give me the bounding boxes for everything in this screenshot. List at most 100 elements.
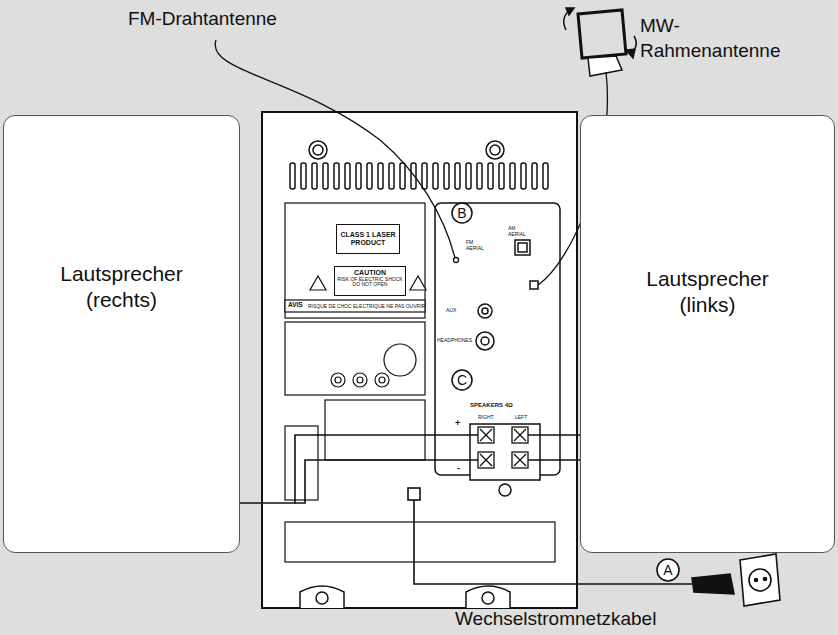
screws-part bbox=[490, 145, 500, 155]
power-cable-part bbox=[749, 569, 771, 591]
connector-panel-part bbox=[482, 308, 488, 314]
jack-label: AUX bbox=[446, 308, 456, 313]
feet-part bbox=[300, 586, 344, 608]
speaker-terminals-part bbox=[480, 429, 492, 441]
label-panel-part bbox=[285, 300, 425, 312]
speaker-terminals-part bbox=[478, 427, 494, 443]
vent-slots-part bbox=[422, 163, 427, 189]
vent-slots-part bbox=[488, 163, 493, 189]
mw-loop-antenna-part bbox=[626, 49, 635, 58]
vent-slots-part bbox=[400, 163, 405, 189]
power-cable-part bbox=[657, 559, 679, 581]
label-panel-part bbox=[335, 377, 341, 383]
vent-slots-part bbox=[543, 163, 548, 189]
fm-wire-antenna bbox=[215, 40, 458, 263]
main-unit-housing bbox=[262, 112, 577, 608]
warning-text: AVIS bbox=[288, 302, 303, 309]
jack-label: AM AERIAL bbox=[508, 226, 534, 238]
vent-slots-part bbox=[389, 163, 394, 189]
connector-panel-part bbox=[481, 337, 489, 345]
screws-part bbox=[309, 141, 327, 159]
polarity-sign: - bbox=[457, 464, 460, 473]
part-label: FM-Drahtantenne bbox=[128, 8, 277, 31]
power-cable-part bbox=[764, 578, 767, 581]
speaker-terminals-part bbox=[512, 452, 528, 468]
vent-slots-part bbox=[312, 163, 317, 189]
connector-panel-part bbox=[499, 484, 511, 496]
polarity-sign: + bbox=[455, 419, 460, 428]
feet-part bbox=[316, 592, 328, 604]
speaker-wires-part bbox=[295, 460, 486, 503]
speaker-terminals-part bbox=[478, 452, 494, 468]
jack-label: FM AERIAL bbox=[466, 240, 492, 252]
label-panel-part bbox=[285, 322, 425, 395]
part-label: MW- Rahmenantenne bbox=[640, 14, 790, 63]
label-panel-part bbox=[410, 276, 426, 290]
caution-label: CAUTIONRISK OF ELECTRIC SHOCK DO NOT OPE… bbox=[334, 266, 406, 296]
jack-label: HEADPHONES bbox=[437, 338, 472, 343]
mw-loop-antenna-part bbox=[566, 8, 574, 15]
label-panel-part bbox=[285, 426, 318, 500]
terminal-label: RIGHT bbox=[478, 415, 494, 420]
connector-panel-part bbox=[452, 203, 472, 223]
terminal-label: LEFT bbox=[515, 415, 527, 420]
vent-slots-part bbox=[433, 163, 438, 189]
connector-panel bbox=[435, 203, 560, 496]
connector-panel-part bbox=[478, 304, 492, 318]
mw-loop-antenna-part bbox=[578, 10, 626, 58]
connector-panel-part bbox=[452, 370, 472, 390]
vent-slots-part bbox=[378, 163, 383, 189]
callout-letter: B bbox=[452, 203, 472, 223]
vent-slots-part bbox=[345, 163, 350, 189]
fm-wire-antenna-part bbox=[215, 40, 455, 258]
feet-part bbox=[466, 586, 510, 608]
connector-panel-part bbox=[470, 424, 540, 480]
speaker-box: Lautsprecher (links) bbox=[580, 115, 835, 553]
mw-loop-antenna-part bbox=[588, 56, 622, 76]
vent-slots-part bbox=[301, 163, 306, 189]
label-panel-part bbox=[331, 373, 345, 387]
screws-part bbox=[486, 141, 504, 159]
vent-slots-part bbox=[466, 163, 471, 189]
node-text: Lautsprecher (rechts) bbox=[47, 261, 197, 314]
label-panel-part bbox=[285, 203, 425, 318]
label-panel-part bbox=[325, 400, 425, 460]
node-subtext: RISK OF ELECTRIC SHOCK DO NOT OPEN bbox=[337, 277, 403, 288]
main-unit-housing-part bbox=[262, 112, 577, 608]
power-cable-part bbox=[408, 488, 420, 500]
vent-slots-part bbox=[290, 163, 295, 189]
power-cable-part bbox=[740, 554, 780, 606]
vent-slots-part bbox=[455, 163, 460, 189]
label-panel-part bbox=[310, 276, 326, 290]
vent-slots bbox=[290, 163, 548, 189]
feet bbox=[300, 586, 510, 608]
vent-slots-part bbox=[521, 163, 526, 189]
warning-text: RISQUE DE CHOC ELECTRIQUE NE PAS OUVRIR bbox=[308, 304, 425, 309]
node-text: Lautsprecher (links) bbox=[633, 266, 783, 319]
power-cable-part bbox=[755, 579, 758, 582]
label-panel-part bbox=[375, 373, 389, 387]
node-text: CAUTION bbox=[337, 269, 403, 277]
label-panel-part bbox=[384, 344, 416, 376]
vent-slots-part bbox=[367, 163, 372, 189]
speaker-box: Lautsprecher (rechts) bbox=[3, 115, 240, 553]
screws bbox=[309, 141, 504, 159]
callout-letter: C bbox=[452, 370, 472, 390]
label-panel-part bbox=[379, 377, 385, 383]
mw-loop-antenna-part bbox=[530, 281, 538, 289]
speaker-terminals bbox=[478, 427, 528, 468]
connector-panel-part bbox=[518, 243, 527, 252]
vent-slots-part bbox=[334, 163, 339, 189]
label-panel-part bbox=[353, 373, 367, 387]
part-label: Wechselstromnetzkabel bbox=[455, 609, 656, 630]
speaker-terminals-part bbox=[514, 454, 526, 466]
label-panel-part bbox=[357, 377, 363, 383]
fm-wire-antenna-part bbox=[454, 258, 459, 263]
speaker-terminals-part bbox=[512, 427, 528, 443]
power-cable-part bbox=[692, 574, 734, 594]
vent-slots-part bbox=[499, 163, 504, 189]
node-text: CLASS 1 LASER PRODUCT bbox=[339, 231, 397, 247]
callout-letter: A bbox=[658, 560, 678, 580]
label-panel-part bbox=[285, 522, 555, 562]
